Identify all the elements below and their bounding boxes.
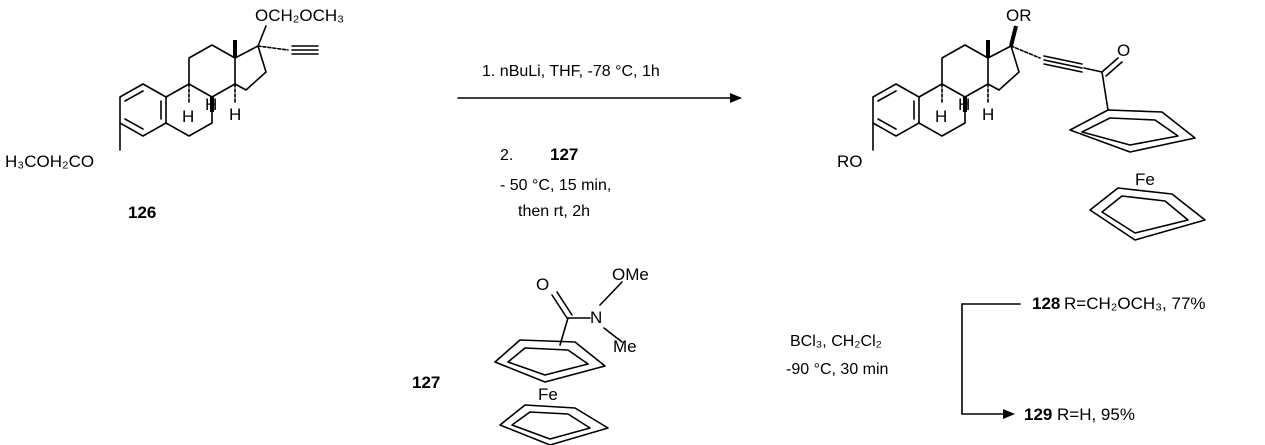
compound-126-number: 126 bbox=[128, 203, 156, 222]
compound-127-number: 127 bbox=[412, 373, 440, 392]
product-h-label: H bbox=[935, 107, 947, 126]
deprotection-reagents: BCl₃, CH₂Cl₂ bbox=[790, 333, 882, 350]
step2-then: then rt, 2h bbox=[518, 203, 590, 220]
product-h-label: H bbox=[958, 95, 970, 114]
product-left-group: RO bbox=[837, 152, 863, 171]
compound-127-ome: OMe bbox=[612, 265, 649, 284]
compound-127-structure bbox=[494, 281, 623, 445]
deprotection-arrow bbox=[961, 303, 1021, 419]
step2-prefix: 2. bbox=[500, 147, 513, 164]
product-128-number: 128 bbox=[1032, 294, 1060, 313]
compound-127-iron-label: Fe bbox=[538, 385, 558, 404]
step1-conditions: 1. nBuLi, THF, -78 °C, 1h bbox=[482, 63, 660, 80]
step2-reagent-number: 127 bbox=[550, 145, 578, 164]
product-structure bbox=[872, 25, 1206, 241]
compound-126-structure bbox=[119, 25, 319, 151]
deprotection-conditions: -90 °C, 30 min bbox=[786, 361, 888, 378]
product-h-label: H bbox=[982, 105, 994, 124]
step2-temperature: - 50 °C, 15 min, bbox=[500, 177, 611, 194]
product-iron-label: Fe bbox=[1135, 170, 1155, 189]
product-carbonyl-oxygen: O bbox=[1117, 41, 1130, 60]
compound-126-left-group: H₃COH₂CO bbox=[5, 152, 94, 171]
compound-127-nitrogen: N bbox=[590, 308, 602, 327]
reaction-arrow bbox=[457, 93, 742, 103]
compound-126-h-label: H bbox=[205, 95, 217, 114]
product-129-number: 129 bbox=[1024, 405, 1052, 424]
product-128-description: R=CH₂OCH₃, 77% bbox=[1064, 294, 1206, 313]
product-top-group: OR bbox=[1006, 6, 1032, 25]
compound-126-h-label: H bbox=[182, 107, 194, 126]
compound-126-h-label: H bbox=[229, 105, 241, 124]
product-129-description: R=H, 95% bbox=[1057, 405, 1135, 424]
compound-127-me: Me bbox=[613, 337, 637, 356]
compound-127-carbonyl-oxygen: O bbox=[536, 275, 549, 294]
compound-126-top-group: OCH₂OCH₃ bbox=[255, 6, 344, 25]
